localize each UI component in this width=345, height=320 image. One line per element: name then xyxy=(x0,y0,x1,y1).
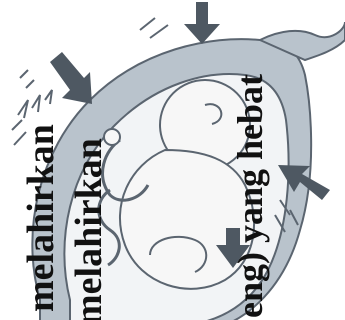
arrow-upper-left xyxy=(50,52,92,104)
caption-line-3: eng) yang hebat xyxy=(232,74,268,318)
arrow-top xyxy=(184,2,220,44)
caption-line-2: melahirkan xyxy=(70,138,108,320)
caption-line-1: melahirkan xyxy=(22,124,60,312)
